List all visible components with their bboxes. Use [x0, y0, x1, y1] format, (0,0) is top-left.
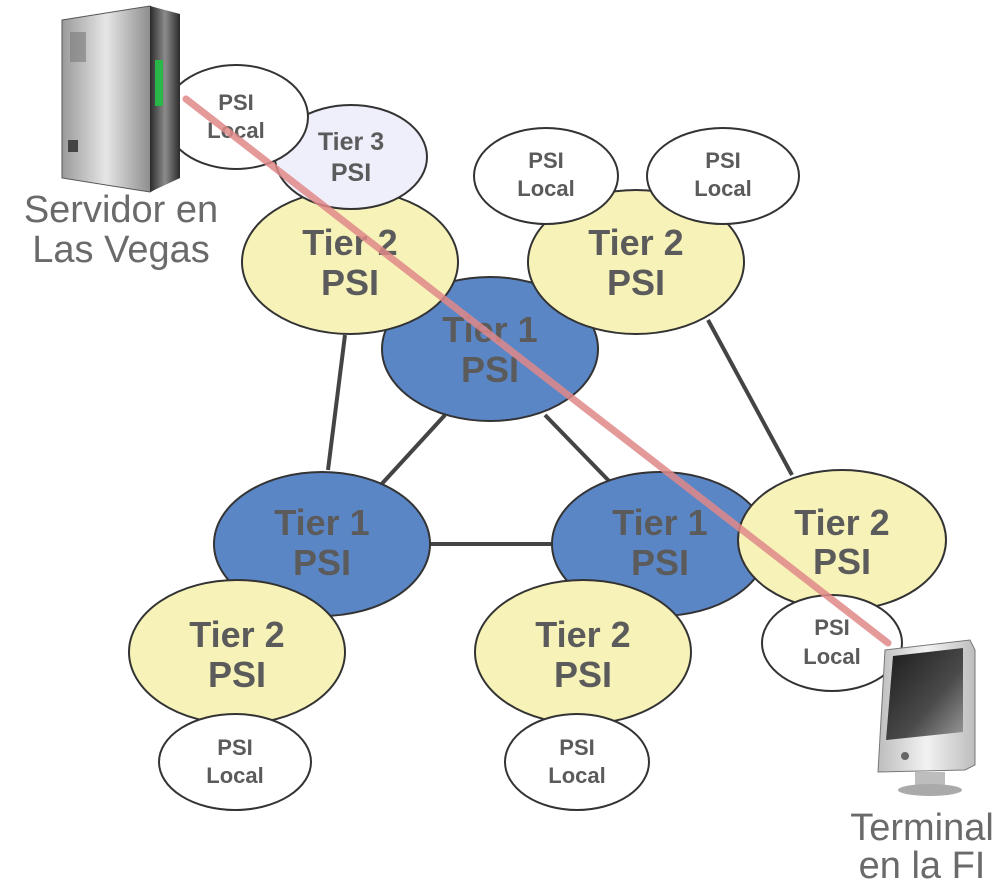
node-tier2-top-right: Tier 2 PSI	[527, 189, 745, 335]
node-tier1-left: Tier 1 PSI	[213, 471, 431, 617]
node-local-terminal: PSI Local	[761, 594, 903, 692]
node-tier3: Tier 3 PSI	[274, 104, 428, 210]
svg-text:PSI: PSI	[813, 541, 871, 582]
server-tower-icon	[61, 5, 180, 193]
svg-text:PSI: PSI	[217, 735, 252, 760]
svg-text:Tier 2: Tier 2	[588, 222, 683, 263]
server-caption-line2: Las Vegas	[32, 229, 209, 271]
terminal-caption-line2: en la FI	[859, 845, 986, 883]
svg-text:Tier 3: Tier 3	[318, 128, 384, 156]
link-tier2-left-to-tier1-left	[326, 334, 347, 471]
svg-text:PSI: PSI	[705, 148, 740, 173]
network-links	[326, 319, 794, 546]
link-tier1-center-to-tier1-right	[543, 413, 612, 484]
svg-text:PSI: PSI	[321, 262, 379, 303]
svg-text:PSI: PSI	[218, 90, 253, 115]
svg-text:PSI: PSI	[631, 542, 689, 583]
svg-text:PSI: PSI	[461, 349, 519, 390]
svg-text:Local: Local	[694, 176, 751, 201]
node-local-server: PSI Local	[163, 64, 309, 170]
node-tier2-bottom-center: Tier 2 PSI	[474, 579, 692, 725]
svg-text:Local: Local	[803, 644, 860, 669]
svg-text:PSI: PSI	[559, 735, 594, 760]
link-tier2-right-top-to-tier2-right	[706, 319, 794, 476]
svg-text:PSI: PSI	[293, 542, 351, 583]
server-caption-line1: Servidor en	[24, 189, 218, 231]
svg-text:PSI: PSI	[607, 262, 665, 303]
node-tier2-right: Tier 2 PSI	[737, 469, 947, 611]
svg-text:PSI: PSI	[554, 654, 612, 695]
svg-text:PSI: PSI	[331, 159, 371, 187]
link-tier1-center-to-tier1-left	[376, 413, 447, 490]
svg-text:Tier 1: Tier 1	[274, 502, 369, 543]
svg-text:PSI: PSI	[528, 148, 563, 173]
svg-text:PSI: PSI	[814, 615, 849, 640]
node-tier2-bottom-left: Tier 2 PSI	[128, 579, 346, 725]
node-tier2-top-left: Tier 2 PSI	[241, 189, 459, 335]
node-local-top-b: PSI Local	[646, 127, 800, 225]
desktop-computer-icon	[877, 639, 976, 796]
node-local-top-a: PSI Local	[473, 127, 619, 225]
svg-text:PSI: PSI	[208, 654, 266, 695]
route-line	[182, 95, 892, 647]
svg-text:Tier 1: Tier 1	[442, 309, 537, 350]
node-local-bottom-left: PSI Local	[158, 713, 312, 811]
svg-text:Local: Local	[206, 763, 263, 788]
node-local-bottom-center: PSI Local	[504, 713, 650, 811]
svg-text:Local: Local	[517, 176, 574, 201]
terminal-caption-line1: Terminal	[850, 807, 994, 849]
svg-text:Tier 2: Tier 2	[794, 502, 889, 543]
svg-text:Tier 2: Tier 2	[535, 614, 630, 655]
svg-text:Tier 1: Tier 1	[612, 502, 707, 543]
svg-text:Local: Local	[548, 763, 605, 788]
svg-text:Tier 2: Tier 2	[189, 614, 284, 655]
